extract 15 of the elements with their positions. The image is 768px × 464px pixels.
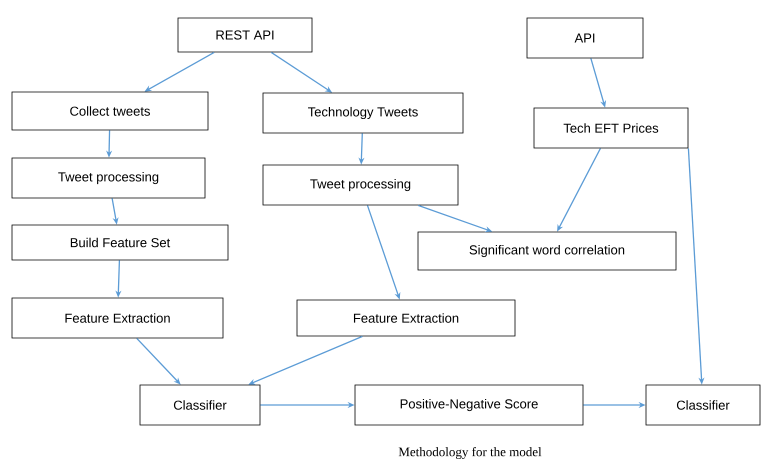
process-box: Tweet processing — [262, 164, 458, 206]
process-box: Build Feature Set — [12, 224, 228, 260]
caption: Methodology for the model — [398, 447, 542, 459]
process-box: API — [526, 18, 644, 58]
process-box: Feature Extraction — [296, 300, 516, 336]
process-box: Tech EFT Prices — [534, 108, 688, 148]
process-box: Technology Tweets — [262, 92, 464, 134]
process-box: Classifier — [646, 384, 760, 426]
process-box: Feature Extraction — [12, 298, 224, 338]
process-box: Classifier — [140, 384, 260, 426]
process-box: Positive-Negative Score — [354, 384, 584, 426]
process-box: REST API — [178, 18, 312, 52]
process-box: Tweet processing — [12, 158, 206, 198]
process-box: Collect tweets — [12, 92, 208, 130]
process-box: Significant word correlation — [418, 232, 676, 270]
